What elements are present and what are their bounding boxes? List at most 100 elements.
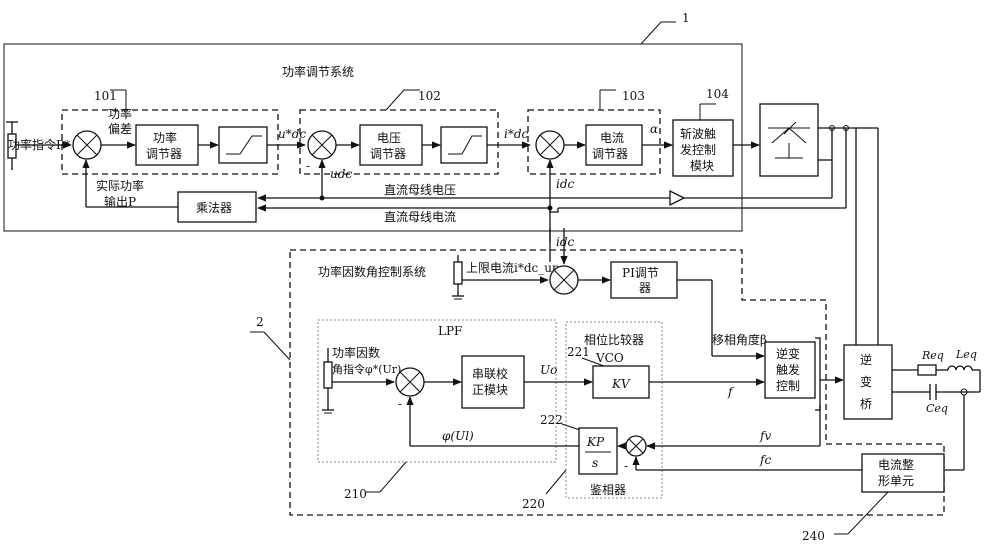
- summing-junction-3: [535, 130, 565, 160]
- current-regulator-block: [585, 124, 643, 166]
- summing-junction-2: [307, 130, 337, 160]
- summing-junction-1: [72, 130, 102, 160]
- current-shaper-block: [861, 453, 945, 493]
- ref-label-221: 221: [567, 345, 590, 359]
- pf-command-label-1: 功率因数: [332, 345, 380, 360]
- inverter-label-1: 逆: [860, 352, 872, 367]
- alpha-label: α: [650, 122, 658, 136]
- summing-junction-5: [395, 367, 425, 397]
- current-regulator-label-1: 电流: [600, 131, 624, 145]
- idc-ref-label: i*dc: [504, 127, 529, 141]
- actual-power-label-1: 实际功率: [96, 178, 144, 193]
- ref-label-101: 101: [94, 89, 117, 103]
- chopper-label-1: 斩波触: [680, 127, 716, 141]
- chopper-label-2: 发控制: [680, 142, 716, 157]
- req-label: Req: [921, 349, 944, 362]
- ref-label-240: 240: [802, 529, 825, 543]
- power-deviation-label-1: 功率: [108, 106, 132, 121]
- f-label: f: [727, 385, 735, 399]
- pf-system-frame: [289, 249, 945, 516]
- series-correction-label-2: 正模块: [472, 383, 508, 397]
- summing-junction-6: [625, 435, 647, 457]
- pf-command-source: [322, 348, 334, 414]
- voltage-regulator-label-2: 调节器: [370, 147, 406, 161]
- idc-feedback-label: idc: [556, 177, 575, 191]
- inverter-trigger-label-3: 控制: [776, 379, 800, 393]
- current-shaper-label-2: 形单元: [878, 474, 914, 488]
- chopper-trigger-block: [672, 119, 734, 177]
- s-label: s: [592, 456, 598, 470]
- lpf-frame: [317, 319, 557, 463]
- req-resistor: [917, 364, 937, 376]
- chopper-label-3: 模块: [690, 159, 714, 173]
- ref-label-220: 220: [522, 497, 545, 511]
- pi-regulator-block: [610, 261, 678, 299]
- ref-label-103: 103: [622, 89, 645, 103]
- ref-label-104: 104: [706, 87, 729, 101]
- power-regulation-system-frame: [3, 43, 743, 232]
- ceq-label: Ceq: [926, 402, 948, 415]
- multiplier-label: 乘法器: [196, 201, 232, 215]
- bus-current-label: 直流母线电流: [384, 210, 456, 224]
- kp-label: KP: [586, 435, 605, 449]
- power-system-title: 功率调节系统: [282, 64, 354, 79]
- module-103-frame: [527, 109, 661, 175]
- fc-label: fc: [759, 453, 771, 467]
- summing-junction-4: [549, 265, 579, 295]
- power-regulator-label-2: 调节器: [146, 147, 182, 161]
- kv-label: KV: [611, 377, 631, 391]
- phase-shift-label: 移相角度β: [712, 332, 767, 347]
- inverter-label-3: 桥: [860, 397, 872, 411]
- uo-label: Uo: [540, 363, 557, 377]
- pf-command-label-2: 角指令φ*(Ur): [332, 362, 401, 376]
- minus-sign-6: -: [624, 459, 628, 473]
- phi-ul-label: φ(Ul): [442, 429, 474, 443]
- voltage-regulator-label-1: 电压: [377, 131, 401, 145]
- ref-label-102: 102: [418, 89, 441, 103]
- inverter-trigger-label-2: 触发: [776, 362, 800, 377]
- minus-sign-5: -: [398, 397, 402, 411]
- vco-block: [592, 365, 650, 399]
- ref-label-2: 2: [256, 315, 264, 329]
- inverter-label-2: 变: [860, 374, 872, 389]
- pi-regulator-label-1: PI调节: [622, 266, 659, 280]
- series-correction-label-1: 串联校: [472, 366, 508, 381]
- phase-comparator-frame: [565, 321, 663, 499]
- voltage-regulator-block: [359, 124, 423, 166]
- ref-label-210: 210: [344, 487, 367, 501]
- udc-feedback-label: udc: [330, 167, 352, 181]
- actual-power-label-2: 输出P: [104, 194, 136, 209]
- power-deviation-label-2: 偏差: [108, 121, 132, 136]
- power-command-source: [6, 121, 18, 170]
- vco-label: VCO: [595, 351, 624, 365]
- phase-comparator-label: 相位比较器: [584, 332, 644, 347]
- chopper-device: [759, 103, 819, 177]
- upper-current-source: [452, 255, 464, 300]
- ref-label-222: 222: [540, 413, 563, 427]
- phase-detector-label: 鉴相器: [590, 483, 626, 497]
- leq-inductor: [947, 365, 973, 371]
- phase-detector-block: [578, 427, 618, 475]
- pf-system-title: 功率因数角控制系统: [318, 264, 426, 279]
- voltage-sensor-amp: [669, 189, 686, 207]
- ref-label-1: 1: [682, 11, 690, 25]
- leq-label: Leq: [955, 348, 977, 361]
- series-correction-block: [461, 355, 525, 409]
- lpf-label: LPF: [438, 324, 462, 338]
- fv-label: fv: [759, 429, 771, 443]
- current-shaper-label-1: 电流整: [878, 457, 914, 472]
- current-regulator-label-2: 调节器: [592, 147, 628, 161]
- inverter-bridge-block: [843, 344, 893, 420]
- udc-ref-label: u*dc: [278, 127, 306, 141]
- minus-sign-2: -: [306, 159, 310, 173]
- upper-current-label: 上限电流i*dc_up: [466, 261, 560, 275]
- multiplier-block: [177, 191, 257, 223]
- limiter-block-2: [440, 126, 488, 164]
- bus-voltage-label: 直流母线电压: [384, 183, 456, 197]
- idc-pf-label: idc: [556, 235, 575, 249]
- inverter-trigger-block: [764, 341, 816, 399]
- inverter-trigger-label-1: 逆变: [776, 346, 800, 361]
- power-regulator-label-1: 功率: [153, 130, 177, 145]
- limiter-block-1: [218, 126, 268, 164]
- module-102-frame: [299, 109, 499, 175]
